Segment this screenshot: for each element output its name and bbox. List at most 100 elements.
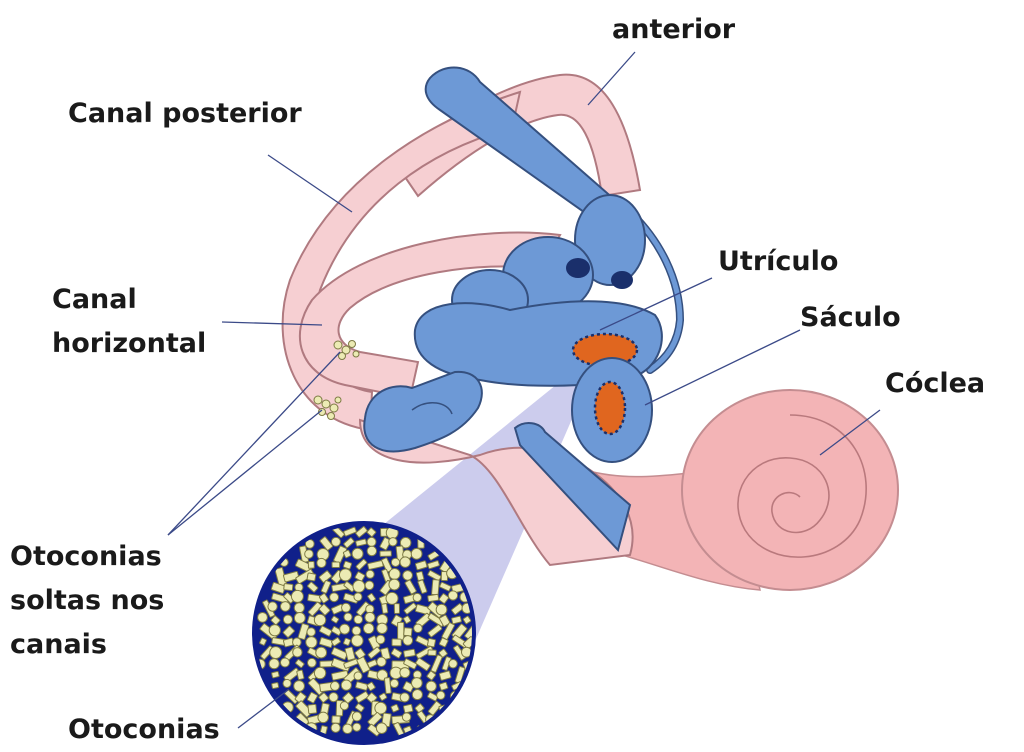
otoconia-crystal <box>269 646 283 659</box>
leader-canal-anterior <box>587 51 636 106</box>
otoconia-crystal <box>427 649 437 657</box>
label-canal-horizontal-line1: Canal <box>52 284 137 315</box>
otoconia-crystal <box>390 647 403 659</box>
otoconia-crystal <box>353 671 363 681</box>
otoconia-crystal <box>364 580 375 591</box>
otoconia-crystal <box>353 614 364 625</box>
otoconia-crystal <box>279 601 291 612</box>
otoconia-crystal <box>375 722 388 734</box>
otoconia-crystal <box>439 614 451 627</box>
otoconia-crystal <box>366 692 378 704</box>
otoconia-crystal <box>451 615 462 625</box>
otoconia-crystal <box>307 581 319 593</box>
otoconia-crystal <box>362 622 375 635</box>
otoconia-crystal <box>313 666 327 680</box>
label-otoconias-soltas-line3: canais <box>10 629 107 660</box>
otoconia-crystal <box>342 723 353 735</box>
otoconia-crystal <box>438 637 449 648</box>
otoconia-crystal <box>290 589 304 603</box>
otoconia-crystal <box>356 656 371 674</box>
label-canal-anterior: anterior <box>612 14 736 45</box>
otoconia-crystal <box>331 561 341 568</box>
otoconia-crystal <box>412 592 422 603</box>
otoconia-crystal <box>366 681 376 691</box>
otoconia-crystal <box>464 622 472 641</box>
cochlear-duct <box>513 422 632 553</box>
otoconia-crystal <box>338 568 352 582</box>
otoconia-crystal <box>427 570 442 582</box>
otoconia-crystal <box>342 560 353 570</box>
label-coclea: Cóclea <box>885 368 986 399</box>
otoconia-crystal <box>307 703 318 715</box>
otoconia-crystal <box>427 560 440 570</box>
otoconia-crystal <box>344 646 356 661</box>
otoconia-crystal <box>364 611 376 623</box>
label-saculo: Sáculo <box>800 302 901 333</box>
otoconia-crystal <box>282 678 292 688</box>
otoconia-crystal <box>317 711 329 724</box>
otoconia-crystal <box>343 612 353 622</box>
otoconia-crystal <box>319 536 334 551</box>
otoconia-crystal <box>320 580 332 594</box>
otoconia-crystal <box>379 537 392 551</box>
otoconia-crystal <box>355 558 368 571</box>
otoconia-crystal <box>403 703 414 714</box>
otoconia-crystal <box>438 593 450 604</box>
leader-coclea <box>819 409 881 456</box>
otoconia-crystal <box>403 648 416 658</box>
otoconia-crystal <box>283 570 300 583</box>
otoconia-crystal <box>436 690 446 700</box>
otoconia-crystal <box>439 581 452 592</box>
otoconia-crystal <box>390 557 401 567</box>
otoconia-crystal <box>259 637 267 646</box>
otoconia-crystal <box>351 547 364 560</box>
otoconia-crystal <box>385 591 399 605</box>
otoconia-crystal <box>388 578 401 591</box>
otoconia-crystal <box>399 692 410 703</box>
otoconia-crystal <box>381 603 389 614</box>
otoconia-crystal <box>306 627 316 637</box>
otoconia-crystal <box>355 538 367 547</box>
otoconia-crystal <box>378 692 388 701</box>
otoconia-crystal <box>342 692 354 704</box>
otoconia-crystal <box>340 679 352 691</box>
horizontal-canal <box>298 231 562 400</box>
label-utriculo: Utrículo <box>718 246 839 277</box>
otoconia-crystal <box>397 621 405 641</box>
otoconia-crystal <box>388 567 401 580</box>
otoconia-crystal <box>306 691 318 704</box>
otoconia-crystal <box>328 692 339 703</box>
otoconia-crystal <box>415 560 428 571</box>
label-otoconias-soltas-line1: Otoconias <box>10 541 162 572</box>
otoconia-crystal <box>304 549 314 559</box>
otoconia-crystal <box>388 537 398 547</box>
otoconia-crystal <box>271 682 280 689</box>
saccule <box>571 357 653 463</box>
otoconia-crystal <box>380 647 391 661</box>
otoconia-crystal <box>399 556 411 568</box>
otoconia-crystal <box>331 625 342 636</box>
otoconia-crystal <box>403 615 412 624</box>
otoconia-crystal <box>352 722 362 732</box>
otoconia-crystal <box>292 647 303 658</box>
otoconia-crystal <box>399 536 412 549</box>
otoconia-crystal <box>403 658 418 670</box>
otoconia-crystal <box>431 579 440 596</box>
label-otoconias-soltas-line2: soltas nos <box>10 585 165 616</box>
otoconia-crystal <box>306 572 317 582</box>
otoconia-crystal <box>366 536 377 547</box>
otoconia-crystal <box>438 648 448 658</box>
otoconia-crystal <box>270 615 281 626</box>
otoconia-magnified-view <box>252 521 476 745</box>
label-canal-posterior: Canal posterior <box>68 98 302 129</box>
otoconia-crystal <box>331 637 341 647</box>
otoconia-crystal <box>354 571 366 582</box>
otoconia-crystal <box>268 624 281 637</box>
leader-otoconias <box>237 689 289 729</box>
otoconia-crystal <box>462 615 472 625</box>
otoconia-crystal <box>343 637 351 646</box>
otoconia-crystal <box>339 623 351 635</box>
otoconia-crystal <box>330 722 341 733</box>
otoconia-crystal <box>355 681 369 691</box>
otoconia-crystal <box>307 601 323 617</box>
